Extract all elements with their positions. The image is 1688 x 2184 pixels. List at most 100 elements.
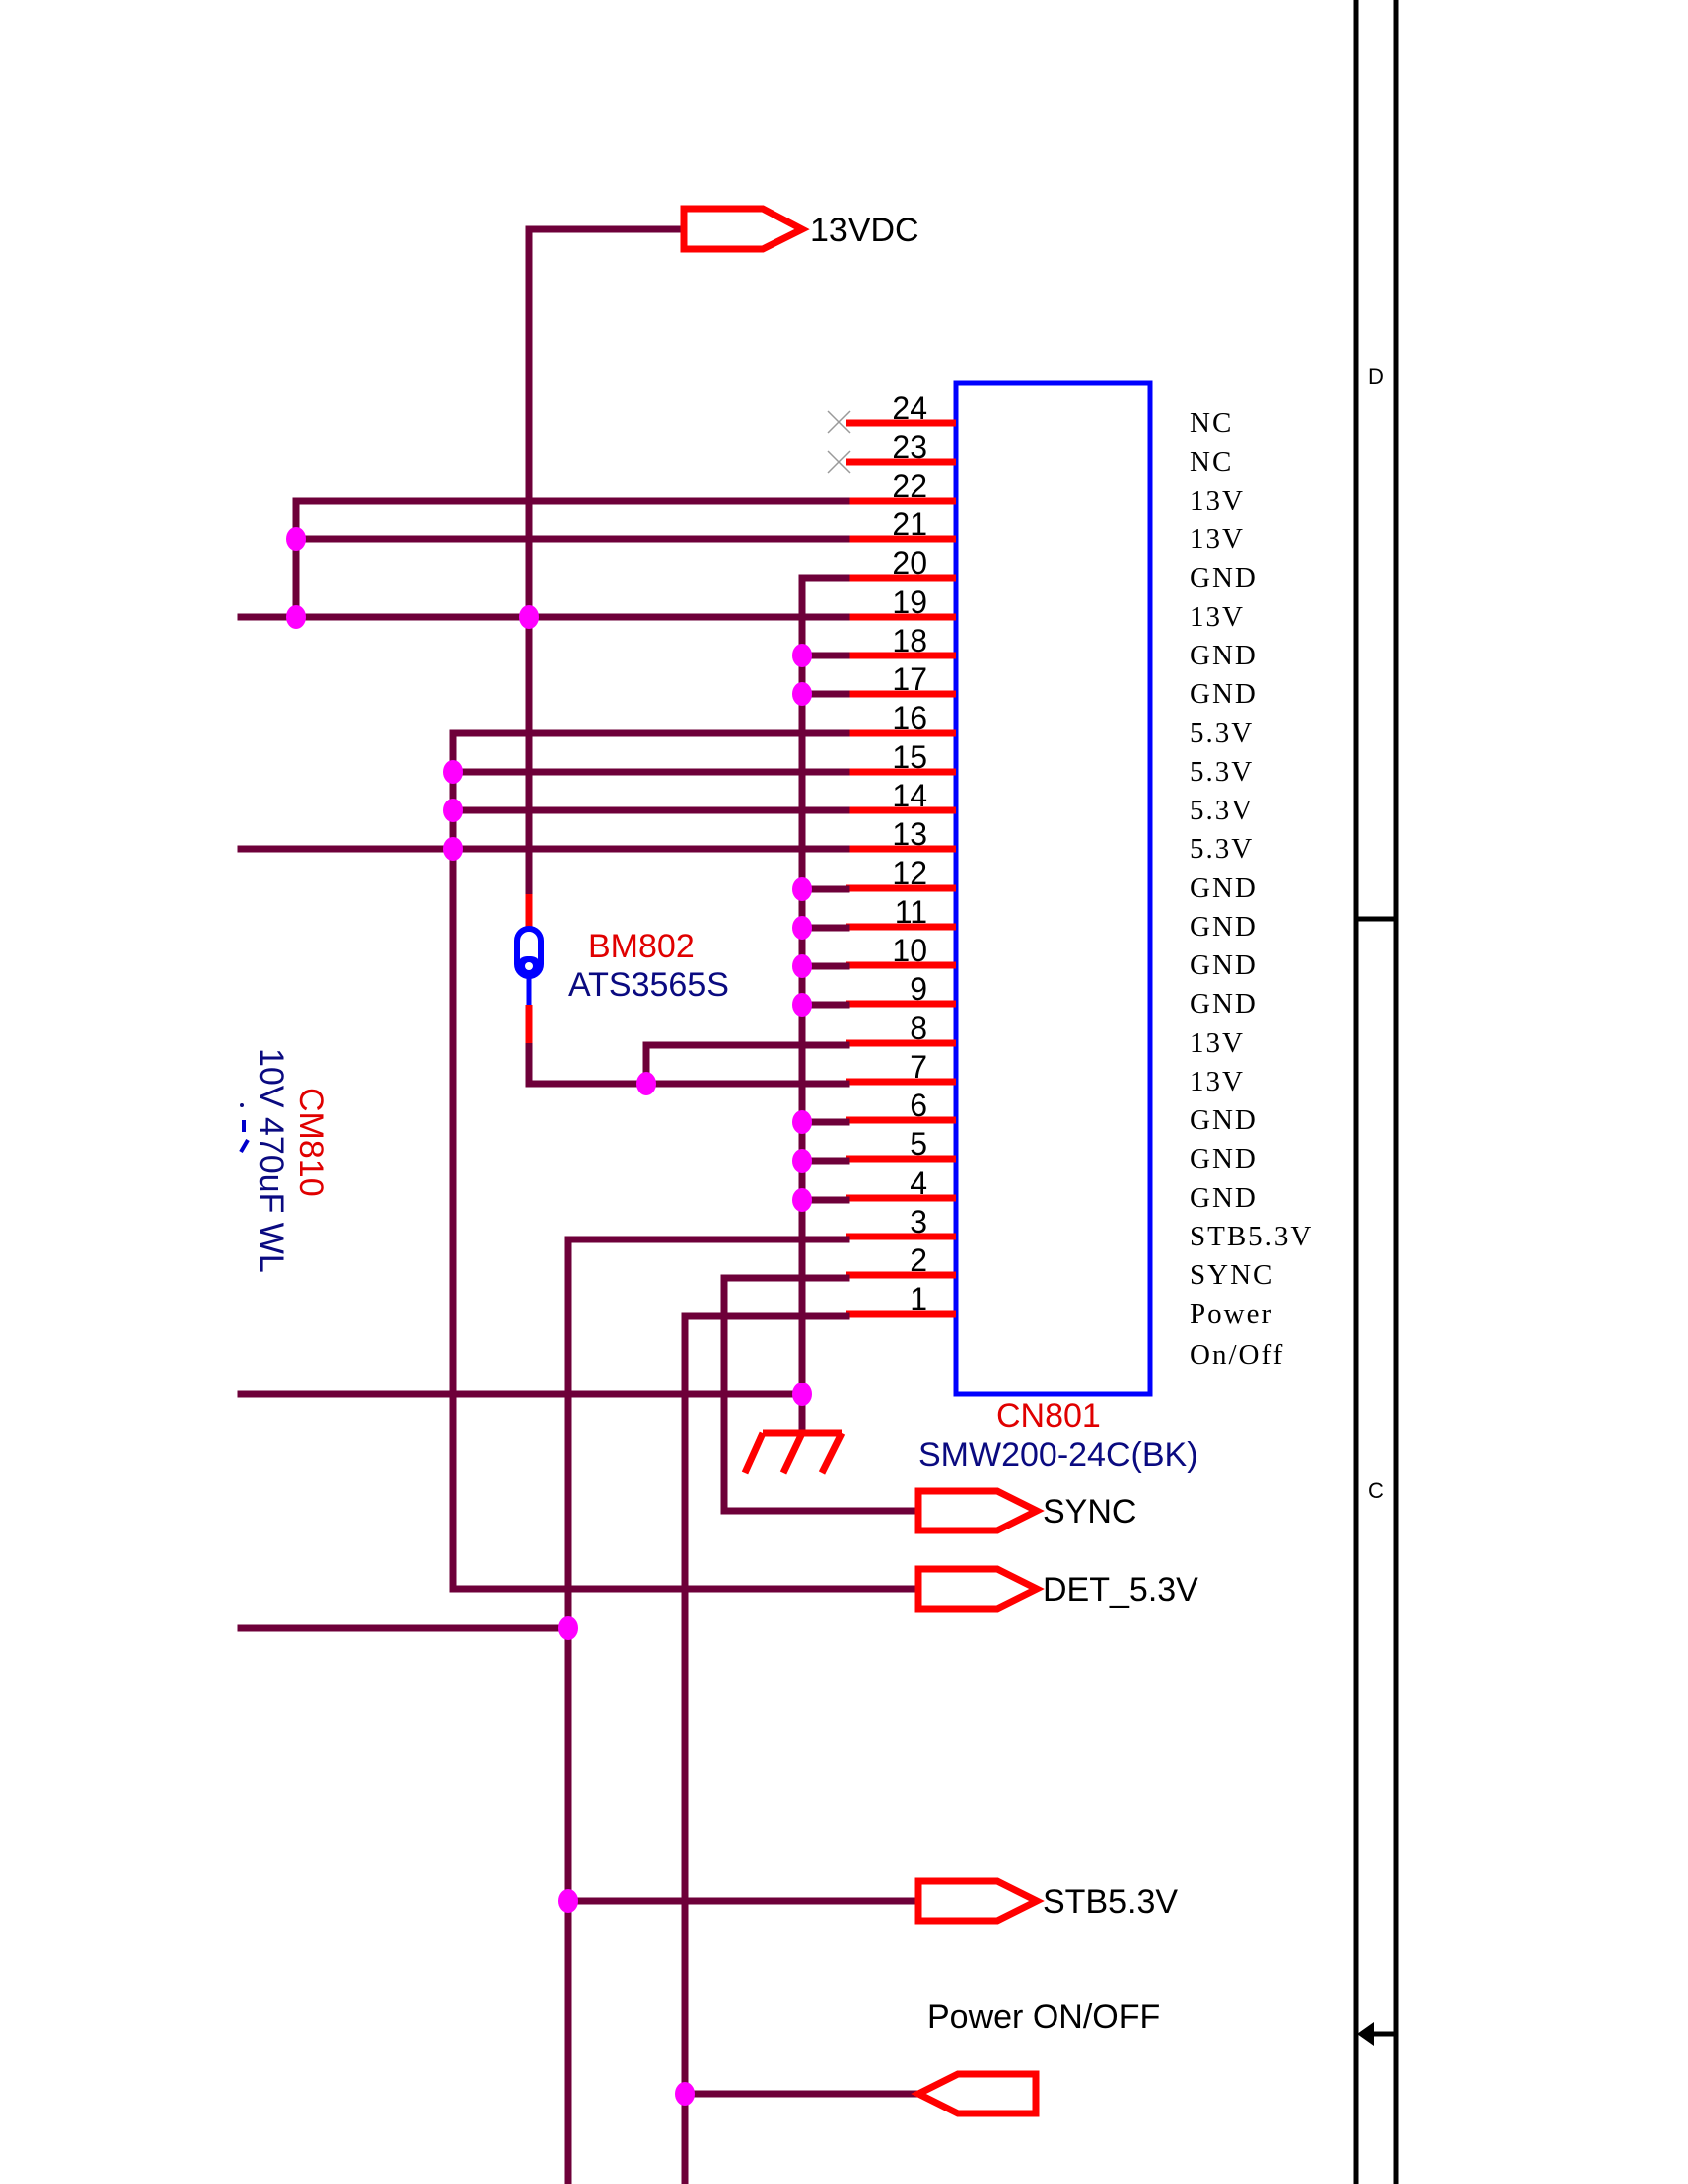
pin-number: 11 [895, 894, 927, 930]
pin-number: 23 [892, 429, 927, 465]
pin-function-label: GND [1190, 949, 1258, 981]
connector-pin[interactable]: 9 GND [846, 971, 1258, 1020]
junction [636, 1072, 656, 1095]
connector-pin[interactable]: 12 GND [846, 855, 1258, 904]
connector-pin[interactable]: 14 5.3V [846, 778, 1254, 826]
pin-function-label: GND [1190, 678, 1258, 710]
connector-pin[interactable]: 11 GND [846, 894, 1258, 943]
pin-number: 24 [892, 390, 927, 426]
output-port-icon [680, 205, 810, 253]
port-sync[interactable]: SYNC [914, 1487, 1136, 1534]
junction [792, 682, 812, 706]
connector-pin[interactable]: 4 GND [846, 1165, 1258, 1214]
connector-pin[interactable]: 20 GND [846, 545, 1258, 594]
pin-number: 15 [892, 739, 927, 775]
junction [792, 877, 812, 901]
pin-number: 4 [910, 1165, 927, 1201]
port-13vdc[interactable]: 13VDC [680, 205, 919, 253]
junction [792, 644, 812, 667]
bead-bm802[interactable] [514, 894, 544, 1043]
no-connect-icon [827, 450, 851, 474]
wire-pin8 [642, 1041, 850, 1088]
pin-function-label: 5.3V [1190, 717, 1254, 749]
pin-function-label: GND [1190, 1143, 1258, 1175]
pin-function-label: GND [1190, 872, 1258, 904]
port-det-label: DET_5.3V [1043, 1571, 1198, 1609]
pin-number: 13 [892, 816, 927, 852]
pin-number: 14 [892, 778, 927, 813]
frame-border: D C [1353, 0, 1399, 2184]
junction [519, 605, 539, 629]
input-port-icon [911, 2070, 1040, 2117]
power-onoff-caption: Power ON/OFF [927, 1998, 1160, 2036]
junction [286, 527, 306, 551]
wire-pin7 [525, 1039, 850, 1088]
pin-function-label: GND [1190, 911, 1258, 943]
wire-stb [564, 1236, 850, 2184]
junction [443, 837, 463, 861]
output-port-icon [914, 1565, 1045, 1613]
capacitor-polarity-icon [239, 1103, 250, 1154]
junction [286, 605, 306, 629]
wire-power [681, 1312, 850, 2184]
junction [792, 1110, 812, 1134]
pin-number: 20 [892, 545, 927, 581]
connector-pin[interactable]: 23 NC [846, 429, 1233, 478]
connector-cn801-body[interactable] [953, 380, 1153, 1397]
zone-label-d: D [1368, 364, 1384, 389]
pin-number: 9 [910, 971, 927, 1007]
arrow-icon [1357, 2022, 1394, 2046]
pin-function-label: GND [1190, 1182, 1258, 1214]
pin-number: 19 [892, 584, 927, 620]
port-stb5v3[interactable]: STB5.3V [914, 1877, 1178, 1925]
pin-function-label: GND [1190, 988, 1258, 1020]
connector-part-number: SMW200-24C(BK) [918, 1436, 1198, 1474]
pin-function-label: GND [1190, 1104, 1258, 1136]
pin-number: 18 [892, 623, 927, 658]
output-port-icon [914, 1877, 1045, 1925]
pin-function-label: Power [1190, 1298, 1273, 1330]
junction [675, 2082, 695, 2106]
no-connect-markers [827, 410, 851, 474]
port-det-5v3[interactable]: DET_5.3V [914, 1565, 1198, 1613]
pin-number: 22 [892, 468, 927, 504]
connector-pin[interactable]: 5 GND [846, 1126, 1258, 1175]
junction [443, 760, 463, 784]
pin-number: 12 [892, 855, 927, 891]
pin-function-label: GND [1190, 640, 1258, 671]
pin-function-label: NC [1190, 446, 1233, 478]
pin1-label-line2: On/Off [1190, 1339, 1284, 1371]
connector-pin[interactable]: 18 GND [846, 623, 1258, 671]
ground-icon [741, 1429, 846, 1475]
output-port-icon [914, 1487, 1045, 1534]
bead-value: ATS3565S [568, 966, 729, 1004]
port-13vdc-label: 13VDC [810, 212, 919, 249]
port-power-onoff[interactable] [911, 2070, 1040, 2117]
junction [792, 954, 812, 978]
wire-pin22 [292, 497, 850, 621]
junction [792, 993, 812, 1017]
pin-number: 5 [910, 1126, 927, 1162]
wire-gnd-bus [798, 574, 850, 1437]
pin-function-label: 5.3V [1190, 795, 1254, 826]
pin-function-label: STB5.3V [1190, 1221, 1313, 1252]
pin-function-label: GND [1190, 562, 1258, 594]
pin-number: 2 [910, 1242, 927, 1278]
